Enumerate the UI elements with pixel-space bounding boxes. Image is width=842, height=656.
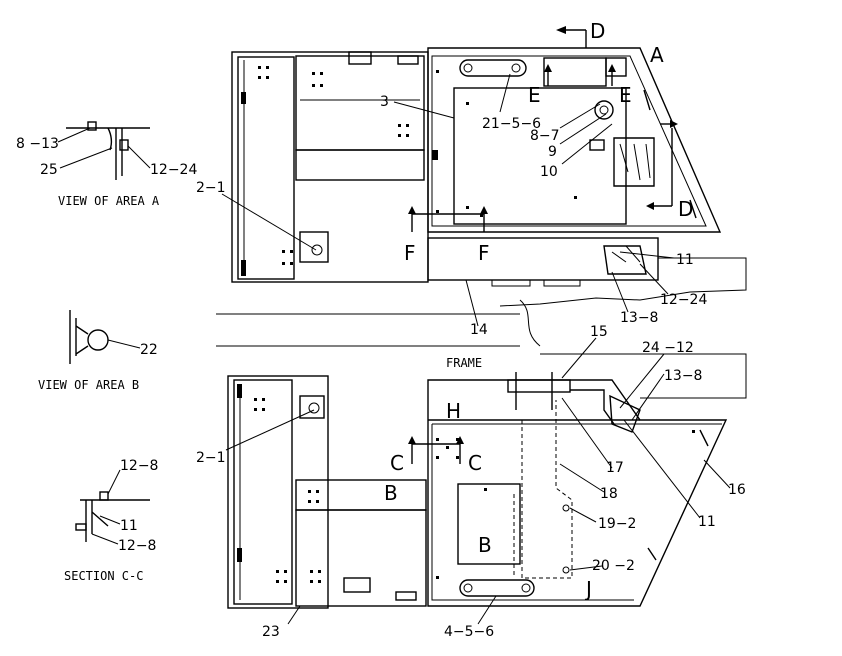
- callout-4-5-6: 4−5−6: [444, 624, 494, 640]
- section-letter-e-right: E: [619, 83, 632, 107]
- detail-view-area-b: [69, 310, 141, 364]
- bottom-assembly: [227, 353, 747, 609]
- callout-11-section-cc: 11: [120, 518, 138, 534]
- callout-12-24-area-a: 12−24: [150, 162, 197, 178]
- callout-22: 22: [140, 342, 158, 358]
- section-letter-j: J: [584, 577, 592, 601]
- callout-8-13: 8 −13: [16, 136, 59, 152]
- callout-11-top: 11: [676, 252, 694, 268]
- detail-view-area-a: [57, 121, 151, 180]
- section-letters: A D D E E F F H C C B B J: [384, 19, 693, 601]
- callout-13-8-top: 13−8: [620, 310, 658, 326]
- callout-25: 25: [40, 162, 58, 178]
- section-letter-c-left: C: [390, 451, 404, 475]
- callout-21-5-6: 21−5−6: [482, 116, 541, 132]
- captions: VIEW OF AREA A VIEW OF AREA B SECTION C-…: [38, 194, 482, 583]
- callout-10: 10: [540, 164, 558, 180]
- caption-view-area-a: VIEW OF AREA A: [58, 194, 160, 208]
- callouts: 8 −13 12−24 25 2−1 3 21−5−6 8−7 9 10 11 …: [16, 94, 746, 640]
- callout-8-7: 8−7: [530, 128, 560, 144]
- callout-3: 3: [380, 94, 389, 110]
- section-letter-d-bottom: D: [678, 197, 693, 221]
- callout-23: 23: [262, 624, 280, 640]
- callout-11-bottom: 11: [698, 514, 716, 530]
- section-letter-h: H: [446, 399, 461, 423]
- callout-19-2: 19−2: [598, 516, 636, 532]
- callout-12-24-top: 12−24: [660, 292, 707, 308]
- callout-16: 16: [728, 482, 746, 498]
- section-arrows: [408, 26, 678, 464]
- caption-view-area-b: VIEW OF AREA B: [38, 378, 139, 392]
- section-letter-d-top: D: [590, 19, 605, 43]
- detail-section-cc: [75, 469, 150, 545]
- section-letter-f-left: F: [404, 241, 416, 265]
- callout-12-8-bottom: 12−8: [118, 538, 156, 554]
- callout-12-8-top: 12−8: [120, 458, 158, 474]
- section-letter-f-right: F: [478, 241, 490, 265]
- callout-2-1-top: 2−1: [196, 180, 226, 196]
- leader-lines: [221, 73, 731, 625]
- section-letter-b-upper: B: [384, 481, 398, 505]
- callout-24-12: 24 −12: [642, 340, 694, 356]
- top-assembly: [216, 47, 747, 347]
- callout-18: 18: [600, 486, 618, 502]
- callout-13-8-bottom: 13−8: [664, 368, 702, 384]
- callout-20-2: 20 −2: [592, 558, 635, 574]
- section-letter-c-right: C: [468, 451, 482, 475]
- section-letter-a: A: [650, 43, 664, 67]
- callout-17: 17: [606, 460, 624, 476]
- section-letter-e-left: E: [528, 83, 541, 107]
- callout-9: 9: [548, 144, 557, 160]
- callout-14: 14: [470, 322, 488, 338]
- caption-frame: FRAME: [446, 356, 482, 370]
- callout-2-1-bottom: 2−1: [196, 450, 226, 466]
- caption-section-cc: SECTION C-C: [64, 569, 143, 583]
- callout-15: 15: [590, 324, 608, 340]
- section-letter-b-lower: B: [478, 533, 492, 557]
